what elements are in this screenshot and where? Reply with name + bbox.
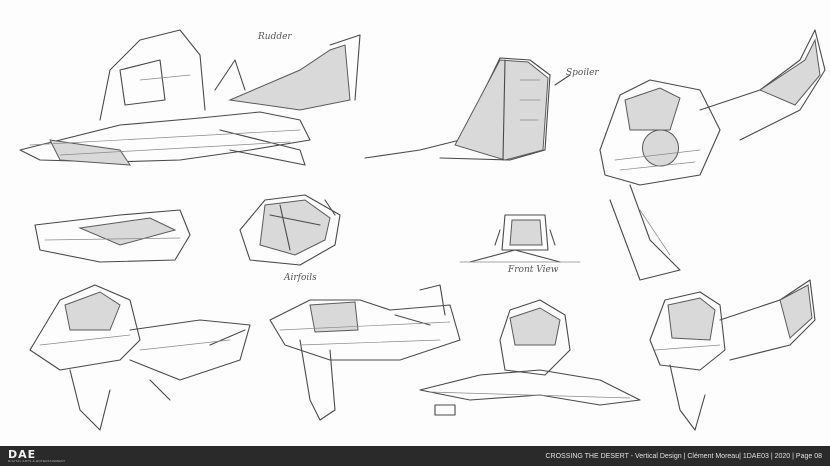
sketch-ship-top-right <box>599 29 826 281</box>
sketch-ship-bottom-right <box>649 279 816 431</box>
logo-mark: DAE <box>8 448 37 461</box>
annotation-front-view: Front View <box>508 265 559 275</box>
sketch-front-view <box>459 214 581 263</box>
annotation-airfoil: Airfoils <box>284 273 317 283</box>
sketch-ship-top-left <box>19 29 361 166</box>
sketch-rudder <box>364 57 571 161</box>
concept-sketches <box>19 29 826 431</box>
annotation-spoiler: Spoiler <box>566 68 599 78</box>
sketch-ship-bottom-left <box>29 284 251 431</box>
logo-subtitle: DIGITAL ARTS & ENTERTAINMENT <box>8 459 66 463</box>
sketch-ship-bottom-middle <box>269 284 461 421</box>
sketch-canopy <box>239 194 341 266</box>
annotation-rudder: Rudder <box>258 32 292 42</box>
sketch-ship-bottom-center <box>419 299 641 416</box>
sketch-wing-fragment <box>34 209 191 263</box>
footer-caption: CROSSING THE DESERT - Vertical Design | … <box>545 452 822 460</box>
dae-logo-icon: DAE DIGITAL ARTS & ENTERTAINMENT <box>8 449 65 463</box>
footer-bar: DAE DIGITAL ARTS & ENTERTAINMENT CROSSIN… <box>0 446 830 466</box>
sketch-sheet: Rudder Spoiler Airfoils Front View <box>19 29 826 431</box>
